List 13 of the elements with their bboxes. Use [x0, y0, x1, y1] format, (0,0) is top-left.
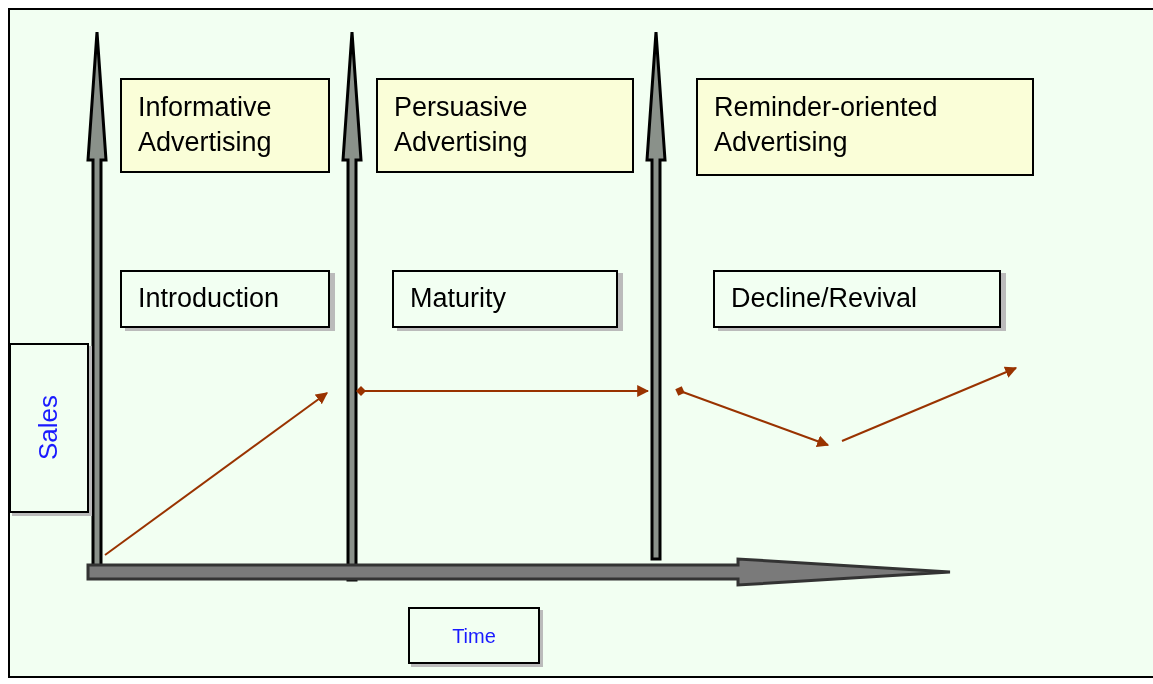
heading-box	[376, 78, 634, 173]
stage-label: Introduction	[138, 282, 280, 316]
axis-title: Time	[452, 623, 496, 649]
stage-label: Decline/Revival	[731, 282, 918, 316]
heading-text: Informative Advertising	[138, 91, 273, 160]
heading-box	[696, 78, 1034, 176]
stage-label: Maturity	[410, 282, 507, 316]
axis-label-box	[9, 343, 89, 513]
axis-title: Sales	[32, 395, 65, 461]
heading-box	[120, 78, 330, 173]
axis-label-box	[408, 607, 540, 664]
heading-text: Reminder-oriented Advertising	[714, 91, 939, 160]
heading-text: Persuasive Advertising	[394, 91, 529, 160]
